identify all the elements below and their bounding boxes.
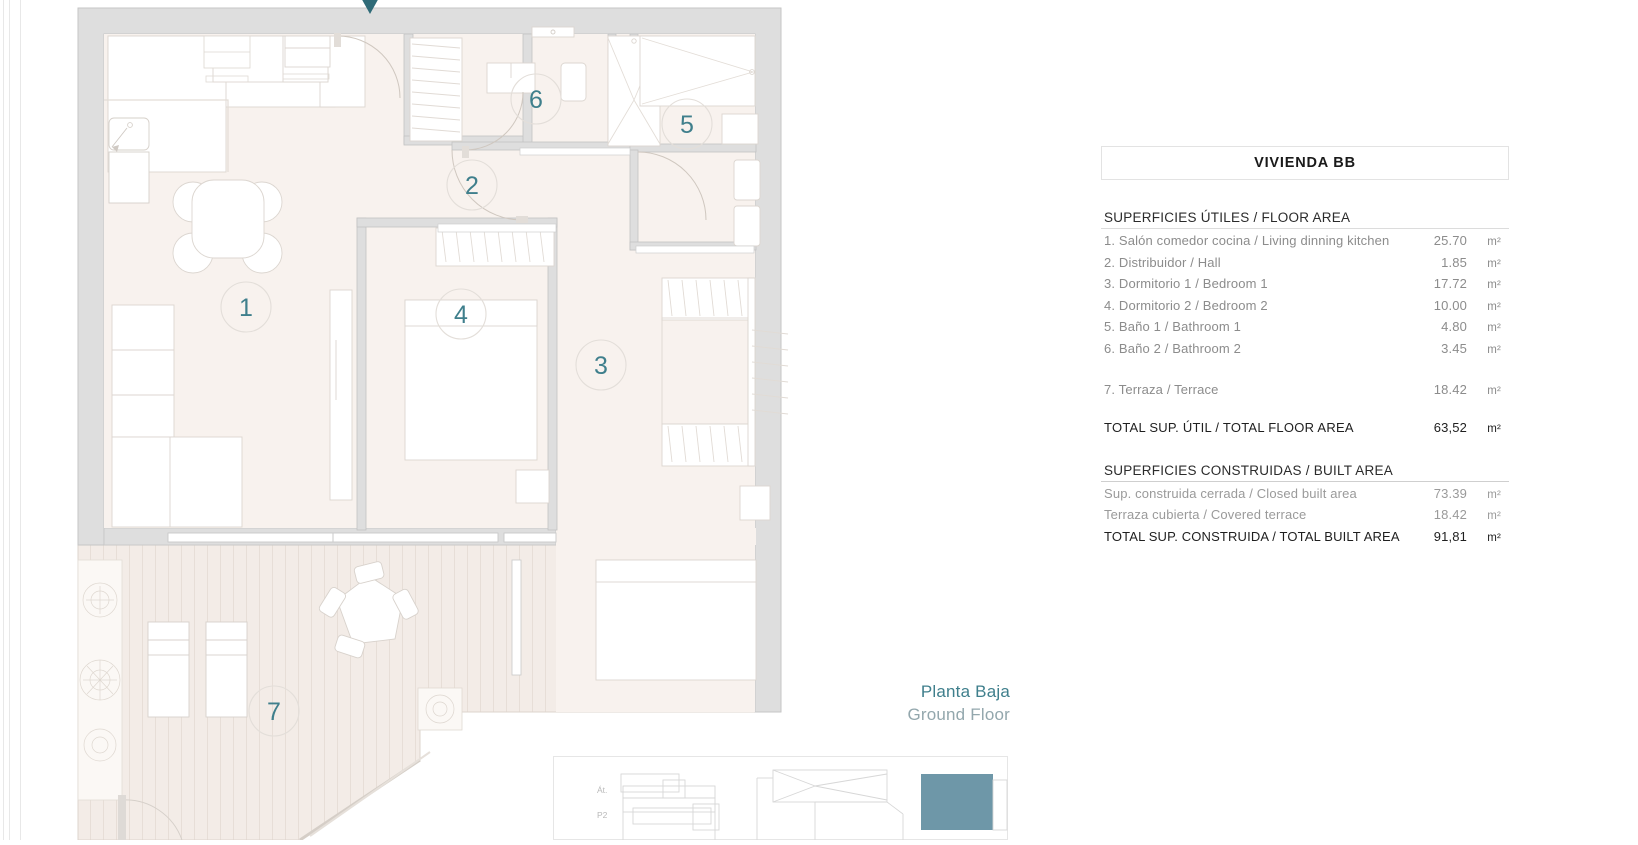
room-marker-label: 4: [454, 301, 468, 329]
area-row-unit: m²: [1487, 488, 1501, 501]
area-row-unit: m²: [1487, 300, 1501, 313]
floor-area-section: SUPERFICIES ÚTILES / FLOOR AREA 1. Salón…: [1101, 210, 1509, 440]
area-row-value: 73.39: [1433, 485, 1467, 501]
area-row-unit: m²: [1487, 384, 1501, 397]
room-marker-5: 5: [661, 98, 713, 150]
area-row-unit: m²: [1487, 279, 1501, 292]
floor-label: Planta Baja Ground Floor: [840, 680, 1010, 727]
area-row-value: 1.85: [1441, 254, 1467, 270]
area-row-value: 91,81: [1433, 528, 1467, 544]
door-swings: [334, 33, 707, 223]
margin-guide-line: [3, 0, 4, 840]
area-row-name: 4. Dormitorio 2 / Bedroom 2: [1104, 297, 1268, 313]
built-row: Terraza cubierta / Covered terrace 18.42 m…: [1101, 505, 1509, 527]
area-row-name: Sup. construida cerrada / Closed built a…: [1104, 485, 1357, 501]
area-row-unit: m²: [1487, 257, 1501, 270]
row-spacer: [1101, 361, 1509, 380]
room-marker-label: 3: [594, 352, 608, 380]
floor-label-es: Planta Baja: [920, 682, 1010, 701]
area-row-unit: m²: [1487, 510, 1501, 523]
room-marker-label: 7: [267, 698, 281, 726]
area-row-unit: m²: [1487, 423, 1501, 436]
room-number-markers: 1 2 3 4 5 6 7: [220, 73, 713, 737]
area-row-terrace: 7. Terraza / Terrace 18.42 m²: [1101, 380, 1509, 402]
room-marker-label: 1: [239, 294, 253, 322]
area-row: 3. Dormitorio 1 / Bedroom 1 17.72 m²: [1101, 274, 1509, 296]
area-row-name: TOTAL SUP. ÚTIL / TOTAL FLOOR AREA: [1104, 420, 1354, 436]
area-row-name: 1. Salón comedor cocina / Living dinning…: [1104, 233, 1390, 248]
area-row: 2. Distribuidor / Hall 1.85 m²: [1101, 253, 1509, 275]
built-row-total: TOTAL SUP. CONSTRUIDA / TOTAL BUILT AREA…: [1101, 527, 1509, 549]
area-row: 5. Baño 1 / Bathroom 1 4.80 m²: [1101, 317, 1509, 339]
area-row-value: 63,52: [1433, 420, 1467, 436]
floor-area-heading: SUPERFICIES ÚTILES / FLOOR AREA: [1101, 210, 1509, 229]
room-marker-label: 2: [465, 172, 479, 200]
room-living-kitchen: [104, 35, 366, 528]
room-marker-3: 3: [575, 339, 627, 391]
room-marker-6: 6: [510, 73, 562, 125]
area-row-value: 18.42: [1433, 507, 1467, 523]
margin-guide-line: [20, 0, 21, 840]
area-row-unit: m²: [1487, 322, 1501, 335]
area-row-name: 3. Dormitorio 1 / Bedroom 1: [1104, 276, 1268, 292]
area-row-unit: m²: [1487, 531, 1501, 544]
margin-guide-line: [9, 0, 10, 840]
room-marker-1: 1: [220, 281, 272, 333]
area-row-name: 6. Baño 2 / Bathroom 2: [1104, 340, 1241, 356]
wardrobes: [409, 37, 789, 467]
unit-title: VIVIENDA BB: [1254, 155, 1356, 171]
area-row-value: 4.80: [1441, 319, 1467, 335]
floor-area-rows: 1. Salón comedor cocina / Living dinning…: [1101, 229, 1509, 440]
area-row-value: 10.00: [1433, 297, 1467, 313]
room-bedroom-2: [404, 299, 550, 504]
area-row-value: 17.72: [1433, 276, 1467, 292]
floor-plan-drawing: 1 2 3 4 5 6 7: [77, 0, 789, 840]
area-row-value: 18.42: [1433, 381, 1467, 397]
built-row: Sup. construida cerrada / Closed built a…: [1101, 484, 1509, 506]
keyplan-label-p2: P2: [597, 810, 608, 820]
key-plan-diagram: Át. P2: [553, 756, 1008, 840]
area-row-name: 5. Baño 1 / Bathroom 1: [1104, 319, 1241, 335]
area-row: 1. Salón comedor cocina / Living dinning…: [1101, 231, 1509, 253]
area-row-total-floor: TOTAL SUP. ÚTIL / TOTAL FLOOR AREA 63,52 m…: [1101, 418, 1509, 440]
room-marker-label: 6: [529, 86, 543, 114]
area-row-name: 2. Distribuidor / Hall: [1104, 254, 1221, 270]
area-row-unit: m²: [1487, 236, 1501, 248]
room-marker-4: 4: [435, 288, 487, 340]
area-row: 6. Baño 2 / Bathroom 2 3.45 m²: [1101, 339, 1509, 361]
room-bedroom-1: [595, 485, 771, 681]
area-row-unit: m²: [1487, 343, 1501, 356]
area-row-name: 7. Terraza / Terrace: [1104, 381, 1219, 397]
area-row: 4. Dormitorio 2 / Bedroom 2 10.00 m²: [1101, 296, 1509, 318]
area-legend-panel: VIVIENDA BB SUPERFICIES ÚTILES / FLOOR A…: [1101, 146, 1509, 549]
built-area-heading: SUPERFICIES CONSTRUIDAS / BUILT AREA: [1101, 463, 1509, 482]
built-area-rows: Sup. construida cerrada / Closed built a…: [1101, 482, 1509, 549]
unit-title-box: VIVIENDA BB: [1101, 146, 1509, 180]
area-row-name: TOTAL SUP. CONSTRUIDA / TOTAL BUILT AREA: [1104, 528, 1400, 544]
room-marker-2: 2: [446, 159, 498, 211]
room-marker-label: 5: [680, 111, 694, 139]
floor-label-en: Ground Floor: [907, 705, 1010, 725]
built-area-section: SUPERFICIES CONSTRUIDAS / BUILT AREA Sup…: [1101, 463, 1509, 549]
keyplan-label-at: Át.: [597, 785, 607, 795]
room-bathroom-1: [639, 35, 761, 247]
windows: [167, 147, 755, 676]
area-row-value: 3.45: [1441, 340, 1467, 356]
room-marker-7: 7: [248, 685, 300, 737]
north-arrow-icon: [362, 0, 378, 14]
area-row-name: Terraza cubierta / Covered terrace: [1104, 507, 1307, 523]
area-row-value: 25.70: [1433, 233, 1467, 248]
